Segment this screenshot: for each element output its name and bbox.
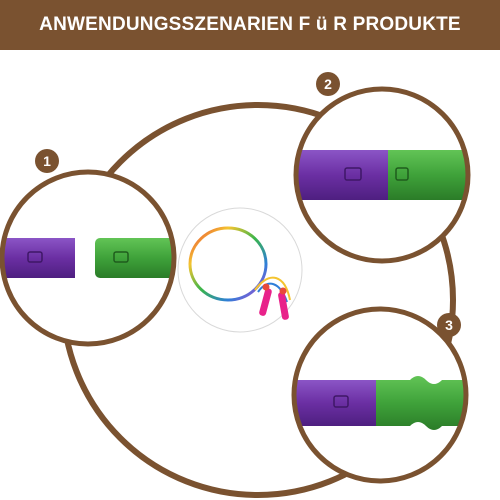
step-3-badge: 3 bbox=[437, 313, 461, 337]
step-1-detail bbox=[0, 169, 177, 347]
step-3-detail bbox=[291, 306, 469, 484]
product-scene bbox=[0, 86, 471, 498]
jump-rope-image bbox=[254, 276, 291, 320]
step-2-detail bbox=[293, 86, 471, 264]
step-2-badge: 2 bbox=[316, 72, 340, 96]
page-title: ANWENDUNGSSZENARIEN F ü R PRODUKTE bbox=[39, 14, 461, 35]
hula-hoop-image bbox=[188, 226, 268, 302]
step-1-badge: 1 bbox=[35, 149, 59, 173]
header-banner bbox=[0, 0, 500, 50]
product-preview bbox=[177, 207, 303, 333]
